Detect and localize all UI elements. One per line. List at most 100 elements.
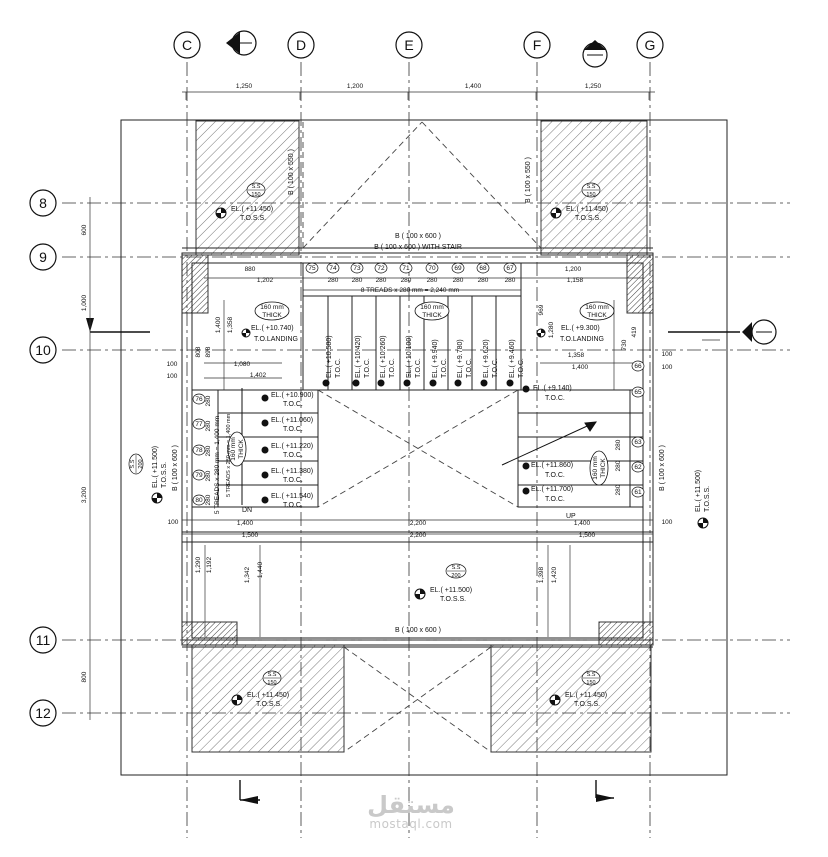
left-dimensions: 600 1,000 3,200 800 xyxy=(81,224,88,682)
opening-diagonals xyxy=(302,121,542,753)
treads-label: 8 TREADS x 280 mm = 2,240 mm xyxy=(361,287,459,294)
level-marker-icon xyxy=(522,487,530,495)
svg-text:100: 100 xyxy=(662,351,673,358)
level-marker-icon xyxy=(522,385,530,393)
svg-text:T.O.S.S.: T.O.S.S. xyxy=(704,486,711,512)
beam-left-mid-label: B ( 100 x 600 ) xyxy=(172,445,179,491)
column-bubble-c: C xyxy=(173,31,201,59)
dimension-lines xyxy=(89,91,720,720)
level-markers xyxy=(151,207,709,706)
row-bubble-9: 9 xyxy=(29,243,57,271)
level-marker-icon xyxy=(261,446,269,454)
svg-text:730: 730 xyxy=(621,339,628,350)
dim-left-4: 800 xyxy=(81,671,88,682)
svg-text:280: 280 xyxy=(478,277,489,284)
svg-text:T.O.C.: T.O.C. xyxy=(283,502,303,509)
svg-text:1,400: 1,400 xyxy=(574,520,591,527)
svg-text:67: 67 xyxy=(506,265,514,272)
svg-text:T.O.S.S.: T.O.S.S. xyxy=(575,215,601,222)
dim-top-3: 1,400 xyxy=(465,83,482,90)
column-bubble-d: D xyxy=(287,31,315,59)
svg-text:T.O.C.: T.O.C. xyxy=(415,358,422,378)
top-treads: 8 TREADS x 280 mm = 2,240 mm 75 280 74280… xyxy=(305,262,517,294)
svg-text:THICK: THICK xyxy=(587,312,607,319)
svg-text:T.O.C.: T.O.C. xyxy=(545,395,565,402)
svg-text:1,398: 1,398 xyxy=(538,566,545,583)
svg-text:T.O.S.S.: T.O.S.S. xyxy=(240,215,266,222)
svg-text:1,402: 1,402 xyxy=(250,372,267,379)
svg-text:T.O.C.: T.O.C. xyxy=(441,358,448,378)
svg-text:160 mm: 160 mm xyxy=(420,304,443,311)
right-flight-level-2: EL.( +11.860) xyxy=(531,462,573,469)
svg-text:75: 75 xyxy=(308,265,316,272)
svg-text:EL.( +9.460): EL.( +9.460) xyxy=(509,339,516,378)
svg-text:T.O.C.: T.O.C. xyxy=(545,496,565,503)
level-marker-icon xyxy=(506,379,514,387)
beam-bottom-label: B ( 100 x 600 ) xyxy=(395,627,441,634)
level-marker-icon xyxy=(261,394,269,402)
svg-text:280: 280 xyxy=(427,277,438,284)
svg-text:S.S: S.S xyxy=(587,672,596,678)
svg-text:5 TREADS x 280 mm = 1,400 mm: 5 TREADS x 280 mm = 1,400 mm xyxy=(226,413,232,497)
dim-left-2: 1,000 xyxy=(81,294,88,311)
svg-text:280: 280 xyxy=(352,277,363,284)
svg-text:S.S: S.S xyxy=(587,184,596,190)
svg-text:EL.( +11.060): EL.( +11.060) xyxy=(271,417,313,424)
section-marker-right-icon xyxy=(742,319,777,345)
svg-text:280: 280 xyxy=(505,277,516,284)
svg-text:280: 280 xyxy=(615,460,622,471)
svg-text:1,202: 1,202 xyxy=(257,277,274,284)
slab-top-left xyxy=(195,120,300,256)
svg-text:G: G xyxy=(645,37,656,53)
dim-left-3: 3,200 xyxy=(81,486,88,503)
side-levels: EL.( +11.500) T.O.S.S. EL.( +11.500) T.O… xyxy=(152,446,711,512)
toss-center: EL.( +11.500) xyxy=(430,587,472,594)
svg-text:100: 100 xyxy=(168,519,179,526)
svg-text:T.O.C.: T.O.C. xyxy=(466,358,473,378)
svg-text:100: 100 xyxy=(662,519,673,526)
svg-text:1,358: 1,358 xyxy=(568,352,585,359)
stair-dimensions: 880 1,202 1,200 1,158 1,080 1,402 1,358 … xyxy=(167,266,673,583)
svg-text:EL.( +10.900): EL.( +10.900) xyxy=(271,392,314,399)
svg-text:100: 100 xyxy=(662,364,673,371)
down-label: DN xyxy=(242,507,252,514)
hatched-slabs xyxy=(181,120,654,753)
level-marker-icon xyxy=(403,379,411,387)
svg-text:T.O.C.: T.O.C. xyxy=(335,358,342,378)
svg-text:61: 61 xyxy=(634,489,642,496)
svg-text:71: 71 xyxy=(402,265,410,272)
svg-text:EL.( +11.220): EL.( +11.220) xyxy=(271,443,313,450)
svg-text:THICK: THICK xyxy=(262,312,282,319)
level-marker-icon xyxy=(261,496,269,504)
tread-71: 71 280 xyxy=(399,262,438,284)
svg-text:280: 280 xyxy=(615,439,622,450)
svg-text:1,500: 1,500 xyxy=(242,532,259,539)
svg-text:280: 280 xyxy=(205,420,212,431)
svg-text:898: 898 xyxy=(205,346,212,357)
level-marker-icon xyxy=(697,517,709,529)
beam-right-mid-label: B ( 100 x 600 ) xyxy=(659,445,666,491)
row-bubble-11: 11 xyxy=(29,626,57,654)
svg-text:79: 79 xyxy=(195,472,203,479)
toss-bottom-left: EL.( +11.450) xyxy=(247,692,289,699)
level-labels: EL.( +11.450) T.O.S.S. EL.( +11.450) T.O… xyxy=(231,206,608,708)
svg-text:100: 100 xyxy=(167,373,178,380)
top-flight-levels: EL.( +10.580) T.O.C. EL.( +10.420) T.O.C… xyxy=(326,335,525,378)
svg-text:EL.( +11.540): EL.( +11.540) xyxy=(271,493,313,500)
landing-right-level: EL.( +9.300) xyxy=(561,325,600,332)
svg-text:65: 65 xyxy=(634,389,642,396)
svg-text:1,358: 1,358 xyxy=(227,316,234,333)
toss-bottom-right: EL.( +11.450) xyxy=(565,692,607,699)
dim-top-2: 1,200 xyxy=(347,83,364,90)
level-marker-icon xyxy=(536,328,546,338)
svg-text:280: 280 xyxy=(205,445,212,456)
